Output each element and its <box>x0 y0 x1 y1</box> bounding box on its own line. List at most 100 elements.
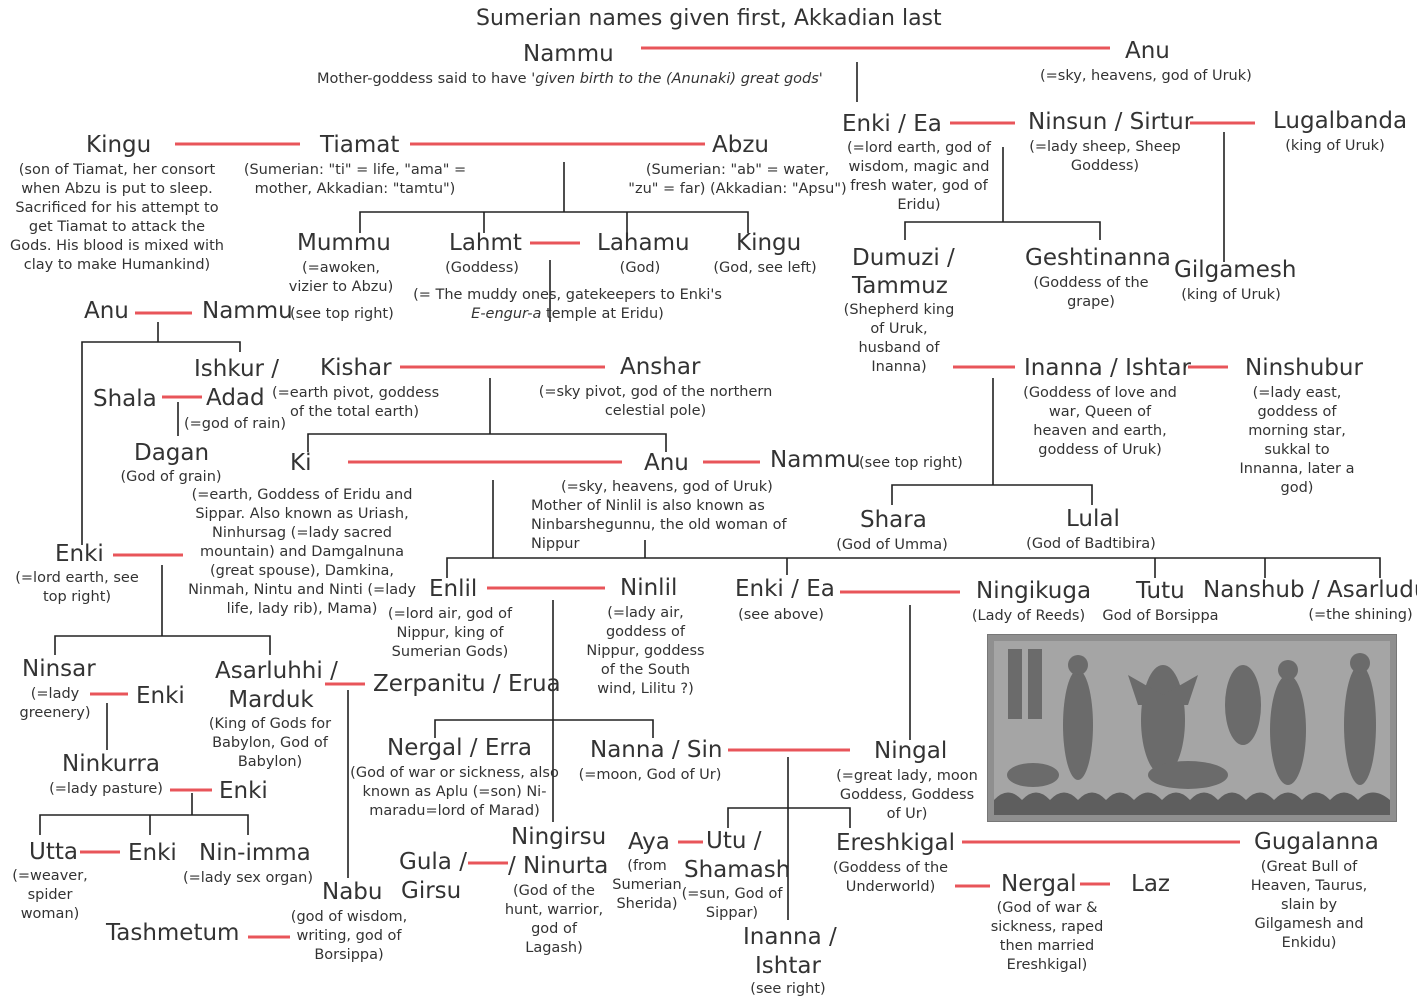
node-anu-top: Anu <box>1125 38 1170 64</box>
node-enki-utta: Enki <box>128 840 177 866</box>
node-tashmetum: Tashmetum <box>106 920 240 946</box>
node-gilgamesh: Gilgamesh <box>1174 257 1297 283</box>
node-utta: Utta <box>29 839 78 865</box>
ninkurra-desc: (=lady pasture) <box>49 781 163 797</box>
node-ninkurra: Ninkurra <box>62 751 160 777</box>
anu-top-desc: (=sky, heavens, god of Uruk) <box>1040 68 1252 84</box>
kingu-right-desc: (God, see left) <box>713 260 817 276</box>
node-laz: Laz <box>1131 871 1170 897</box>
diagram-title: Sumerian names given first, Akkadian las… <box>476 6 942 31</box>
lahmu-lahamu-note: (= The muddy ones, gatekeepers to Enki's… <box>413 287 722 322</box>
ningikuga-desc: (Lady of Reeds) <box>971 608 1086 624</box>
node-enki-ninkurra: Enki <box>219 778 268 804</box>
node-nammu-top: Nammu <box>523 41 614 67</box>
nammu-low-desc: (see top right) <box>859 455 963 471</box>
node-nanna: Nanna / Sin <box>590 737 723 763</box>
node-lugalbanda: Lugalbanda <box>1273 108 1408 134</box>
cylinder-seal-relief <box>988 635 1396 821</box>
node-gugalanna: Gugalanna <box>1254 829 1379 855</box>
nanshub-desc: (=the shining) <box>1308 607 1413 623</box>
node-tiamat: Tiamat <box>320 132 400 158</box>
node-enki-ninsar: Enki <box>136 683 185 709</box>
lahmt-desc: (Goddess) <box>445 260 519 276</box>
node-utu: Utu /Shamash <box>684 828 791 883</box>
node-anu-mid: Anu <box>84 298 129 324</box>
node-shala: Shala <box>93 386 157 412</box>
node-lahamu: Lahamu <box>597 230 690 256</box>
node-enlil: Enlil <box>429 576 478 602</box>
node-nammu-low: Nammu <box>770 447 861 473</box>
tiamat-desc: (Sumerian: "ti" = life, "ama" =mother, A… <box>243 162 467 197</box>
node-nergal-low: Nergal <box>1001 871 1077 897</box>
node-mummu: Mummu <box>297 230 391 256</box>
dagan-desc: (God of grain) <box>120 469 222 485</box>
node-gula: Gula /Girsu <box>399 849 467 904</box>
ishkur-desc: (=god of rain) <box>184 416 287 432</box>
node-kingu-left: Kingu <box>86 132 152 158</box>
node-anshar: Anshar <box>620 354 701 380</box>
node-kingu-right: Kingu <box>736 230 802 256</box>
node-enki-ea-mid: Enki / Ea <box>735 576 835 602</box>
node-tutu: Tutu <box>1136 578 1185 604</box>
node-ninsun: Ninsun / Sirtur <box>1028 109 1194 135</box>
node-enki-left: Enki <box>55 541 104 567</box>
shara-desc: (God of Umma) <box>836 537 948 553</box>
mummu-desc: (=awoken,vizier to Abzu) <box>288 260 394 295</box>
node-zerpanitu: Zerpanitu / Erua <box>373 671 561 697</box>
node-shara: Shara <box>860 507 927 533</box>
node-dumuzi: Dumuzi /Tammuz <box>852 245 955 299</box>
nammu-top-desc: Mother-goddess said to have 'given birth… <box>317 71 823 87</box>
node-lahmt: Lahmt <box>449 230 522 256</box>
lugalbanda-desc: (king of Uruk) <box>1285 138 1385 154</box>
node-kishar: Kishar <box>320 355 392 381</box>
node-nammu-mid: Nammu <box>202 298 293 324</box>
node-nergal-erra: Nergal / Erra <box>387 735 532 761</box>
node-nanshub: Nanshub / Asarludu <box>1203 577 1417 603</box>
abzu-desc: (Sumerian: "ab" = water,"zu" = far) (Akk… <box>628 162 847 197</box>
node-enki-ea-top: Enki / Ea <box>842 111 942 137</box>
node-asarluhhi: Asarluhhi /Marduk <box>215 658 338 713</box>
lahamu-desc: (God) <box>619 260 661 276</box>
ninimma-desc: (=lady sex organ) <box>182 870 314 886</box>
node-aya: Aya <box>628 829 670 855</box>
node-lulal: Lulal <box>1066 506 1120 532</box>
node-ningirsu: Ningirsu/ Ninurta <box>508 824 609 879</box>
node-ningal: Ningal <box>874 738 948 764</box>
node-ningikuga: Ningikuga <box>976 578 1092 604</box>
lulal-desc: (God of Badtibira) <box>1026 536 1156 552</box>
node-ki: Ki <box>290 450 312 476</box>
node-geshtinanna: Geshtinanna <box>1025 245 1171 271</box>
node-ninlil: Ninlil <box>620 575 678 601</box>
node-ninimma: Nin-imma <box>199 840 311 866</box>
gilgamesh-desc: (king of Uruk) <box>1181 287 1281 303</box>
node-dagan: Dagan <box>134 440 210 466</box>
node-anu-low: Anu <box>644 450 689 476</box>
cylinder-seal-image <box>987 634 1397 822</box>
node-inanna-low: Inanna /Ishtar <box>743 924 837 979</box>
inanna-low-desc: (see right) <box>750 981 826 997</box>
